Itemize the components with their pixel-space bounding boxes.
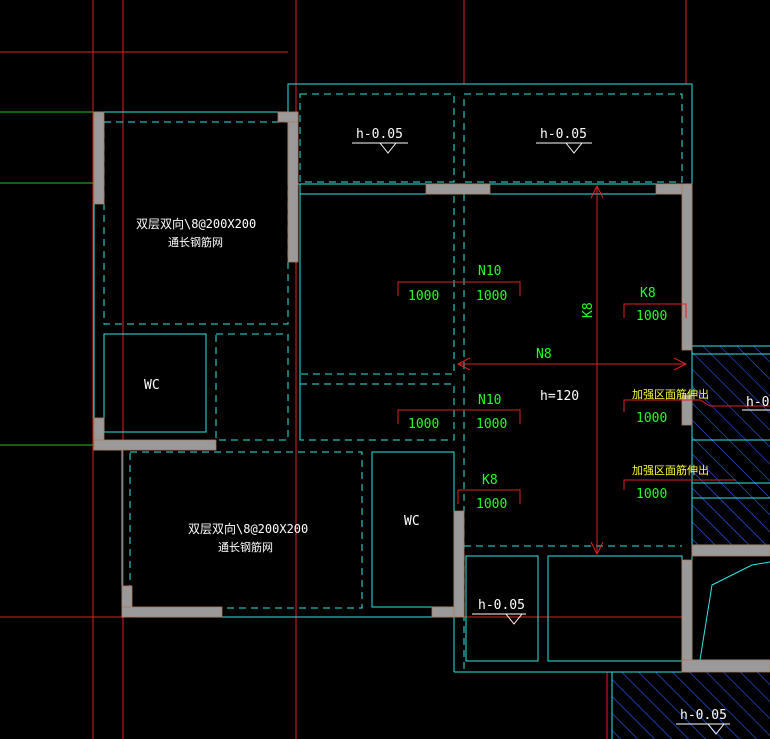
elev-label: h-0.05 — [540, 127, 587, 142]
mesh-note: 通长钢筋网 — [218, 540, 273, 554]
rebar-length: 1000 — [476, 497, 507, 512]
elev-label: h-0.05 — [478, 598, 525, 613]
drawing-text: 双层双向\8@200X200 通长钢筋网 双层双向\8@200X200 通长钢筋… — [136, 216, 709, 554]
rebar-tag: K8 — [482, 473, 498, 488]
reinforce-note: 加强区面筋伸出 — [632, 463, 709, 477]
rebar-tag: K8 — [640, 286, 656, 301]
slab-thickness: h=120 — [540, 389, 579, 404]
rebar-tag: N10 — [478, 264, 501, 279]
wc-label: WC — [144, 378, 160, 393]
elev-marker-cut: h-0. — [742, 395, 770, 411]
elev-marker: h-0.05 — [676, 708, 730, 735]
rebar-length: 1000 — [636, 309, 667, 324]
rebar-length: 1000 — [476, 289, 507, 304]
elev-marker: h-0.05 — [352, 127, 408, 154]
mesh-note: 双层双向\8@200X200 — [188, 521, 308, 536]
mesh-note: 双层双向\8@200X200 — [136, 216, 256, 231]
wc-label: WC — [404, 514, 420, 529]
rebar-length: 1000 — [636, 487, 667, 502]
reinforce-note: 加强区面筋伸出 — [632, 387, 709, 401]
rebar-tag: N8 — [536, 347, 552, 362]
rebar-length: 1000 — [636, 411, 667, 426]
rebar-length: 1000 — [408, 289, 439, 304]
elev-label: h-0.05 — [356, 127, 403, 142]
hatched-region — [611, 345, 770, 739]
slab-outline — [93, 83, 693, 673]
rebar-tag: K8 — [581, 302, 596, 318]
mesh-note: 通长钢筋网 — [168, 235, 223, 249]
elev-marker: h-0.05 — [472, 598, 526, 625]
elevation-markers: h-0.05 h-0.05 h-0.05 h-0.05 h-0. — [352, 127, 770, 735]
rebar-length: 1000 — [476, 417, 507, 432]
rebar-length: 1000 — [408, 417, 439, 432]
slab-panels — [103, 93, 683, 672]
walls — [93, 111, 770, 673]
elev-label: h-0. — [746, 395, 770, 410]
green-grid-stubs — [0, 111, 93, 446]
rebar-tag: N10 — [478, 393, 501, 408]
elev-label: h-0.05 — [680, 708, 727, 723]
rebar-lines — [397, 184, 770, 556]
elev-marker: h-0.05 — [536, 127, 592, 154]
